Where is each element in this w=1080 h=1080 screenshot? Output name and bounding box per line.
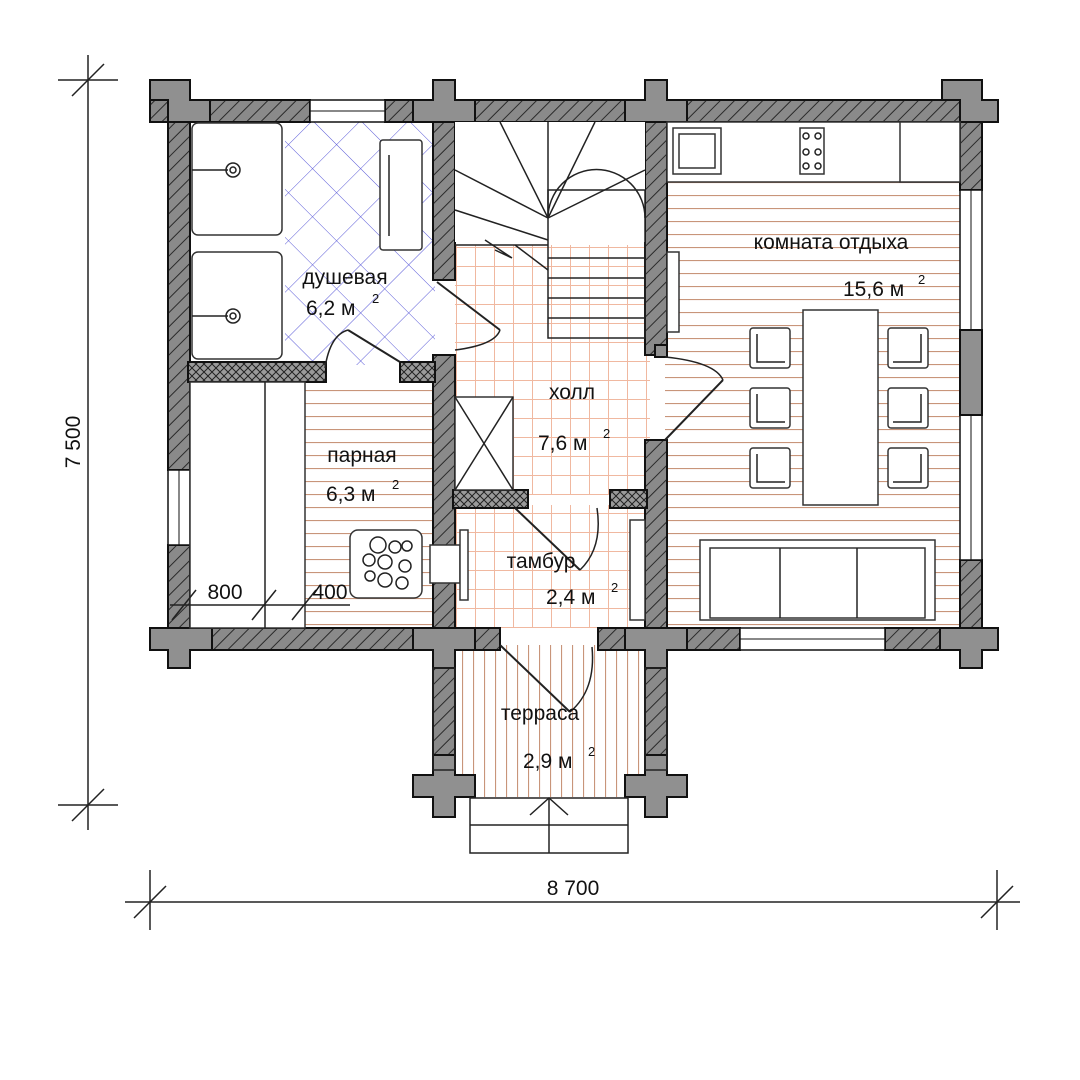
room-name: холл — [549, 381, 595, 404]
wall-cabinet — [666, 251, 680, 333]
area-superscript: 2 — [392, 477, 399, 492]
log-corners — [149, 79, 999, 818]
width-dimension-label: 8 700 — [547, 877, 600, 900]
vestibule-floor — [455, 505, 650, 628]
room-area: 2,9 м — [523, 750, 572, 773]
sauna-benches — [189, 381, 306, 629]
sofa — [699, 539, 936, 621]
room-label-hall: холл 7,6 м 2 — [538, 381, 610, 455]
dining-table — [802, 309, 879, 506]
room-area: 7,6 м — [538, 432, 587, 455]
area-superscript: 2 — [372, 291, 379, 306]
room-area: 6,3 м — [326, 483, 375, 506]
area-superscript: 2 — [588, 744, 595, 759]
room-label-shower: душевая 6,2 м 2 — [302, 266, 387, 320]
room-label-living: комната отдыха 15,6 м 2 — [754, 231, 926, 301]
room-area: 15,6 м — [843, 278, 904, 301]
room-label-sauna: парная 6,3 м 2 — [326, 444, 399, 506]
area-superscript: 2 — [611, 580, 618, 595]
terrace-floor — [455, 645, 645, 797]
terrace-steps — [469, 796, 629, 854]
area-superscript: 2 — [603, 426, 610, 441]
doors — [324, 281, 724, 713]
room-name: терраса — [501, 702, 580, 725]
shower-cabins — [191, 122, 423, 360]
room-name: тамбур — [507, 550, 576, 573]
room-area: 2,4 м — [546, 586, 595, 609]
hall-closet — [454, 396, 514, 491]
dining-chairs — [749, 327, 929, 489]
room-name: душевая — [302, 266, 387, 289]
room-label-terrace: терраса 2,9 м 2 — [501, 702, 595, 773]
bench-dimension-a: 800 — [207, 581, 242, 604]
dimension-bench: 800 400 — [170, 581, 350, 621]
dimension-height: 7 500 — [58, 55, 118, 830]
bench-dimension-b: 400 — [312, 581, 347, 604]
room-name: комната отдыха — [754, 231, 909, 254]
height-dimension-label: 7 500 — [62, 416, 85, 469]
vestibule-shelf — [629, 519, 646, 621]
area-superscript: 2 — [918, 272, 925, 287]
kitchen-counter — [666, 121, 961, 183]
room-label-vestibule: тамбур 2,4 м 2 — [507, 550, 619, 609]
staircase — [454, 121, 646, 339]
room-area: 6,2 м — [306, 297, 355, 320]
sauna-stove — [349, 529, 469, 601]
dimension-width: 8 700 — [125, 870, 1020, 930]
room-name: парная — [327, 444, 396, 467]
